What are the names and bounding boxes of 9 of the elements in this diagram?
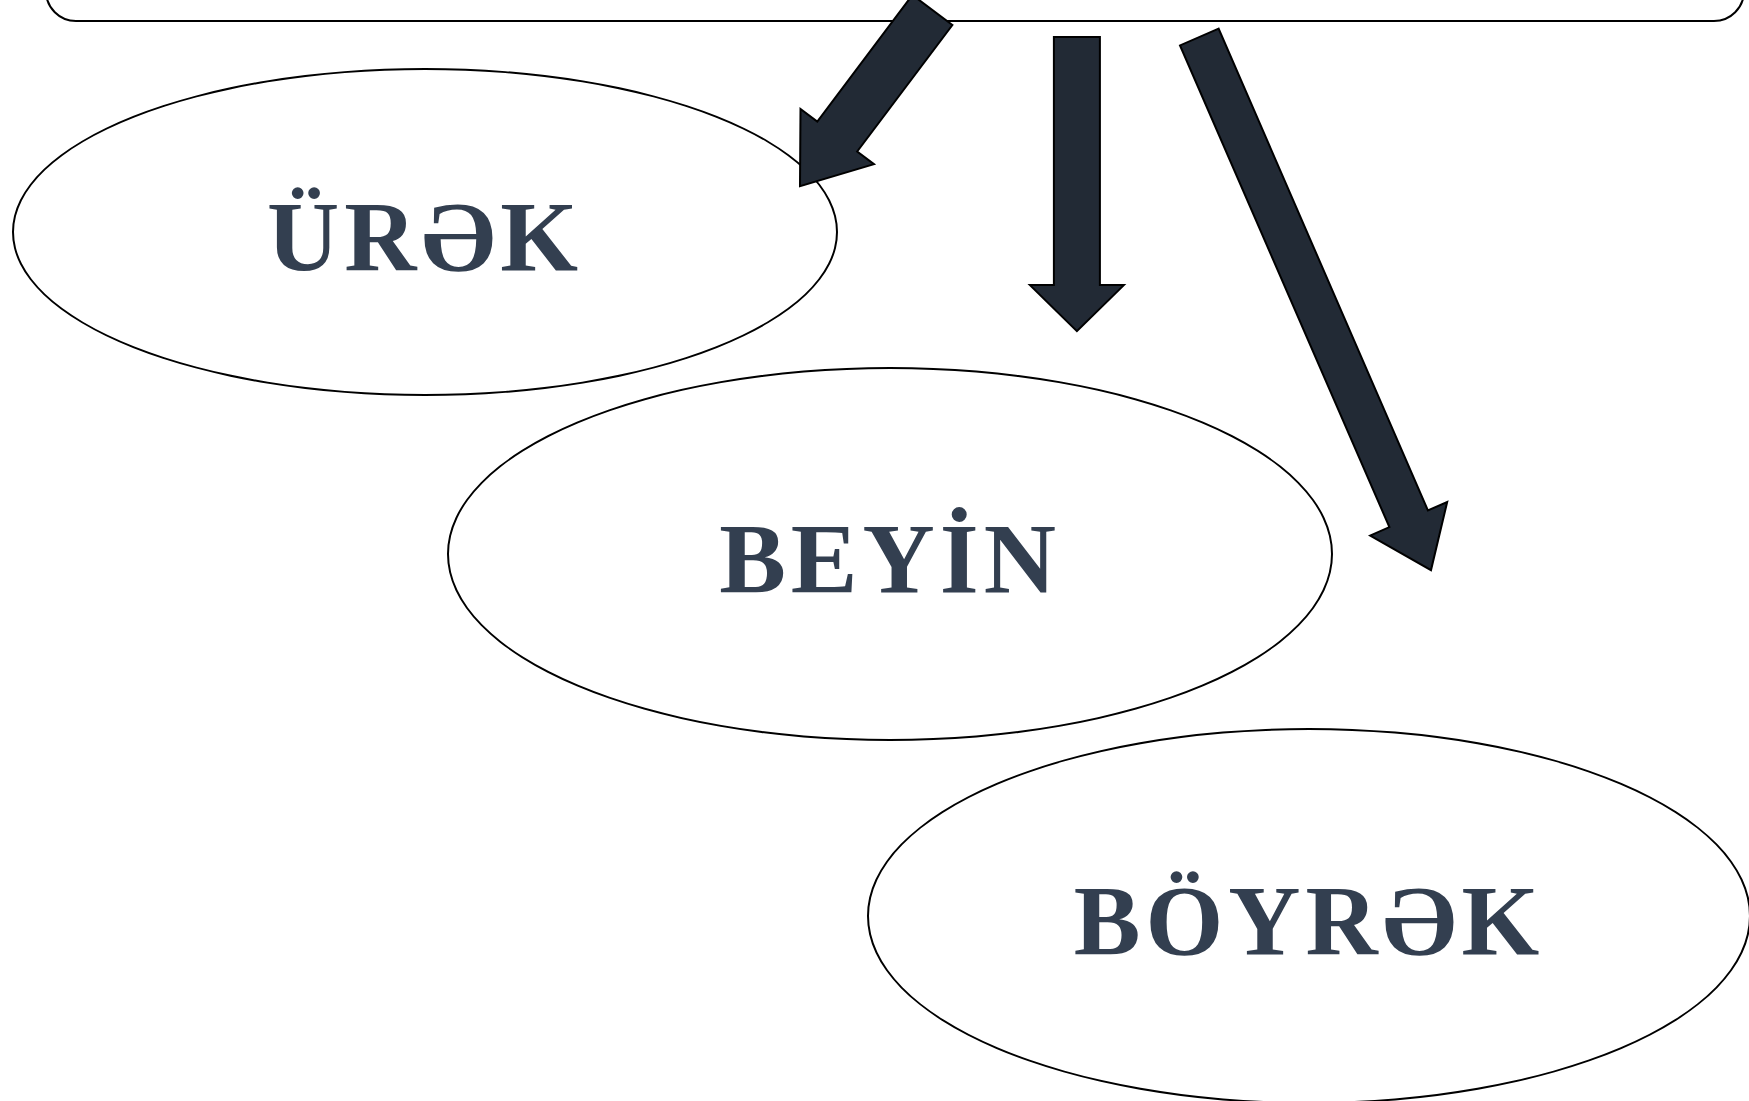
block-arrow xyxy=(799,0,954,188)
organ-label: ÜRƏK xyxy=(266,179,584,294)
ellipse xyxy=(447,367,1333,741)
ellipse xyxy=(867,728,1749,1101)
organ-label: BÖYRƏK xyxy=(1073,863,1545,978)
block-arrow xyxy=(1178,27,1449,572)
organ-label: BEYİN xyxy=(719,501,1061,616)
block-arrow xyxy=(1027,36,1127,333)
ellipse xyxy=(12,68,838,396)
